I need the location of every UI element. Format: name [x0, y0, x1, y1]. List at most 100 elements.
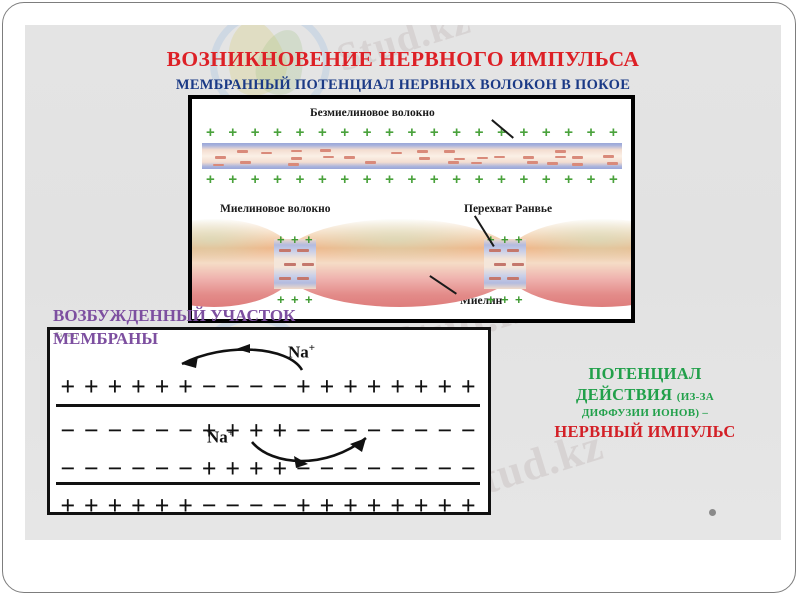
negative-charge-symbol: − — [343, 416, 358, 445]
positive-charge-symbol: + — [515, 292, 523, 307]
caption-line-2-main: ДЕЙСТВИЯ — [576, 385, 673, 405]
positive-charge-symbol: + — [385, 124, 394, 141]
caption-line-2-small: (ИЗ-ЗА — [676, 391, 714, 404]
positive-charge-symbol: + — [131, 491, 146, 515]
negative-charge-mark — [470, 161, 482, 165]
negative-charge-symbol: − — [107, 454, 123, 483]
negative-charge-symbol: − — [60, 416, 76, 445]
positive-charge-symbol: + — [407, 171, 417, 188]
positive-charge-symbol: + — [83, 372, 99, 401]
positive-charge-symbol: + — [178, 372, 193, 401]
positive-charge-symbol: + — [429, 171, 439, 188]
sodium-influx-arrow — [181, 344, 304, 371]
positive-charge-symbol: + — [250, 171, 260, 188]
positive-charge-symbol: + — [178, 491, 193, 515]
negative-charge-mark — [290, 157, 302, 160]
positive-charge-symbol: + — [225, 416, 241, 445]
na-charge: + — [227, 427, 235, 439]
negative-charge-mark — [287, 163, 299, 166]
negative-charge-mark — [319, 149, 331, 152]
positive-charge-symbol: + — [390, 372, 406, 401]
negative-charge-mark — [213, 163, 225, 167]
positive-charge-symbol: + — [340, 124, 350, 141]
diagram-source-note: Еэмент — [55, 333, 78, 339]
positive-charge-symbol: + — [201, 416, 217, 445]
negative-charge-symbol: − — [248, 491, 264, 515]
positive-charge-symbol: + — [272, 454, 288, 483]
negative-charge-mark — [572, 163, 584, 166]
page-title: ВОЗНИКНОВЕНИЕ НЕРВНОГО ИМПУЛЬСА — [166, 47, 640, 71]
negative-charge-symbol: − — [413, 454, 429, 483]
negative-charge-mark — [453, 157, 465, 161]
negative-charge-symbol: − — [460, 416, 476, 445]
negative-charge-symbol: − — [319, 454, 335, 483]
negative-charge-symbol: − — [201, 491, 217, 515]
positive-charge-symbol: + — [437, 491, 453, 515]
positive-charge-symbol: + — [390, 491, 406, 515]
positive-charge-symbol: + — [609, 171, 618, 188]
negative-charge-symbol: − — [107, 416, 123, 445]
negative-charge-mark — [215, 156, 227, 159]
positive-charge-symbol: + — [519, 171, 529, 188]
negative-charge-symbol: − — [154, 416, 170, 445]
negative-charge-symbol: − — [178, 416, 193, 445]
negative-charge-symbol: − — [343, 454, 358, 483]
positive-charge-symbol: + — [362, 171, 372, 188]
positive-charge-symbol: + — [460, 372, 476, 401]
negative-charge-symbol: − — [83, 454, 99, 483]
positive-charge-symbol: + — [295, 491, 311, 515]
positive-charge-symbol: + — [497, 171, 506, 188]
excited-membrane-title: ВОЗБУЖДЕННЫЙ УЧАСТОК МЕМБРАНЫ — [53, 306, 296, 348]
myelinated-axon: ++++++++++++ — [192, 217, 631, 309]
negative-charge-mark — [489, 249, 501, 252]
positive-charge-symbol: + — [497, 124, 506, 141]
negative-charge-mark — [447, 161, 459, 164]
positive-charge-symbol: + — [295, 171, 305, 188]
positive-charge-symbol: + — [362, 124, 372, 141]
sodium-efflux-arrow — [251, 436, 367, 468]
positive-charge-symbol: + — [413, 372, 429, 401]
negative-charge-mark — [572, 156, 584, 159]
positive-charge-symbol: + — [291, 292, 299, 307]
negative-charge-symbol: − — [366, 454, 382, 483]
positive-charge-symbol: + — [201, 454, 217, 483]
negative-charge-mark — [302, 263, 314, 266]
nerve-fiber-diagram: Безмиелиновое волокно ++++++++++++++++++… — [188, 95, 635, 323]
membrane-line — [56, 482, 480, 485]
negative-charge-mark — [343, 156, 355, 159]
positive-charge-symbol: + — [228, 171, 238, 188]
page-subtitle: МЕМБРАННЫЙ ПОТЕНЦИАЛ НЕРВНЫХ ВОЛОКОН В П… — [175, 77, 631, 93]
positive-charge-symbol: + — [131, 372, 146, 401]
positive-charge-symbol: + — [413, 491, 429, 515]
positive-charge-symbol: + — [519, 124, 529, 141]
positive-charge-symbol: + — [586, 171, 596, 188]
presentation-slide: Stud.kz Stud.kz Stud.kz - Stud.kz Stud.k… — [25, 25, 781, 540]
positive-charge-symbol: + — [248, 454, 264, 483]
outer-row-2: ++++++−−−−++++++++ — [56, 491, 480, 515]
negative-charge-mark — [390, 151, 402, 155]
positive-charge-symbol: + — [452, 171, 462, 188]
negative-charge-mark — [239, 161, 251, 164]
negative-charge-mark — [476, 156, 488, 160]
negative-charge-symbol: − — [390, 416, 406, 445]
positive-charge-symbol: + — [541, 171, 551, 188]
positive-charge-symbol: + — [515, 232, 523, 247]
positive-charge-symbol: + — [407, 124, 417, 141]
outer-row-1: ++++++−−−−++++++++ — [56, 374, 480, 400]
positive-charge-symbol: + — [225, 454, 241, 483]
positive-charge-symbol: + — [60, 372, 76, 401]
sodium-ion-label-bottom: Na+ — [207, 427, 234, 448]
negative-charge-symbol: − — [366, 416, 382, 445]
positive-charge-symbol: + — [366, 491, 382, 515]
positive-charge-symbol: + — [317, 171, 327, 188]
negative-charge-mark — [279, 249, 291, 252]
negative-charge-mark — [419, 157, 431, 160]
negative-charge-mark — [494, 263, 506, 266]
positive-charge-symbol: + — [343, 491, 358, 515]
negative-charge-mark — [364, 161, 376, 164]
membrane-line — [56, 404, 480, 407]
negative-charge-mark — [323, 155, 335, 159]
na-text: Na — [288, 342, 309, 362]
positive-charge-symbol: + — [291, 232, 299, 247]
